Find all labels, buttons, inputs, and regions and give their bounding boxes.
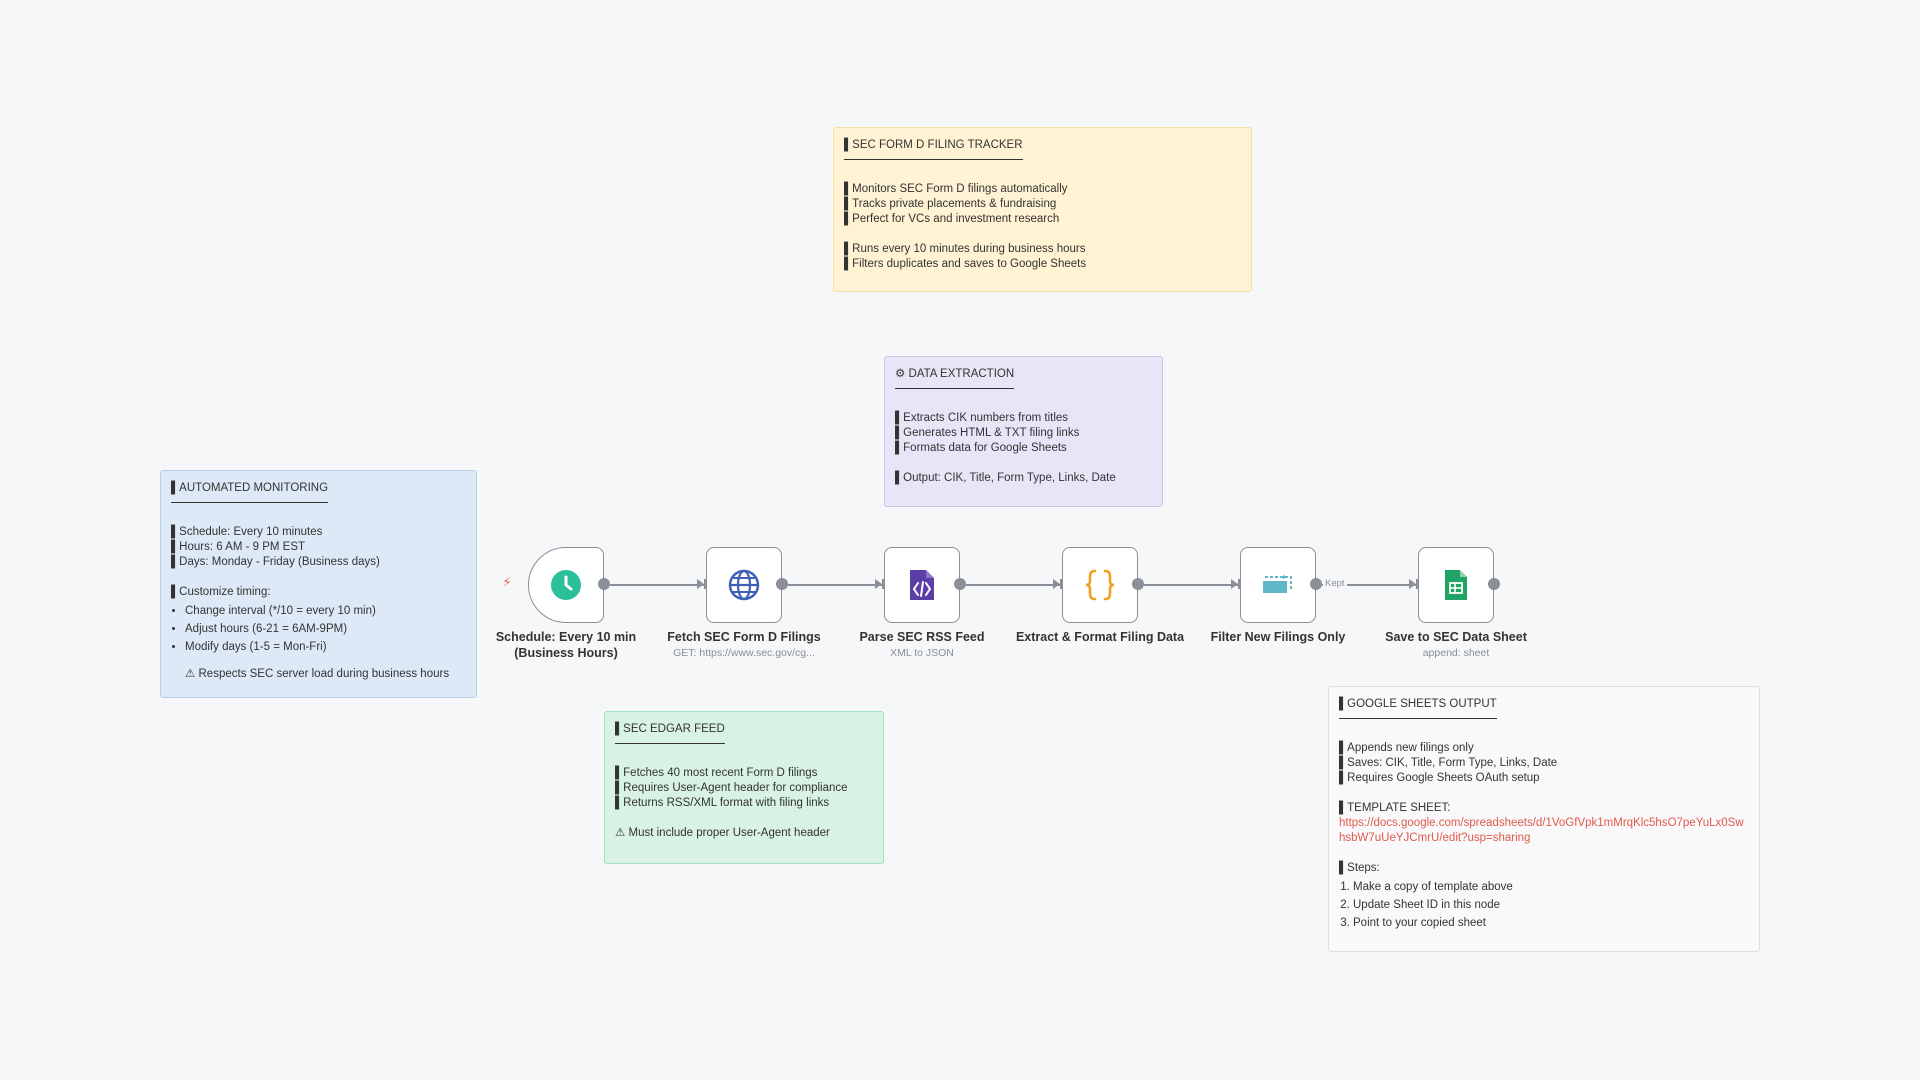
note-line: ▌Formats data for Google Sheets (895, 442, 1067, 454)
list-item: Point to your copied sheet (1353, 916, 1749, 931)
sticky-note-sec-edgar-feed[interactable]: ▌SEC EDGAR FEED ▌Fetches 40 most recent … (604, 711, 884, 864)
node-subtitle: GET: https://www.sec.gov/cg... (673, 647, 815, 659)
sticky-note-google-sheets-output[interactable]: ▌GOOGLE SHEETS OUTPUT ▌Appends new filin… (1328, 686, 1760, 952)
note-title: ▌SEC EDGAR FEED (615, 722, 725, 744)
note-line: ▌Filters duplicates and saves to Google … (844, 258, 1087, 270)
note-title: ⚙ DATA EXTRACTION (895, 367, 1015, 389)
node-label: Parse SEC RSS Feed (859, 630, 985, 644)
sticky-note-data-extraction[interactable]: ⚙ DATA EXTRACTION ▌Extracts CIK numbers … (884, 356, 1163, 507)
note-line: ▌Requires Google Sheets OAuth setup (1339, 772, 1540, 784)
node-extract-format-data[interactable] (1062, 547, 1138, 623)
output-port[interactable] (776, 578, 788, 590)
note-line: ▌Returns RSS/XML format with filing link… (615, 797, 830, 809)
node-label: Schedule: Every 10 min (Business Hours) (495, 630, 637, 660)
braces-icon (1085, 569, 1115, 601)
sticky-note-automated-monitoring[interactable]: ▌AUTOMATED MONITORING ▌Schedule: Every 1… (160, 470, 477, 698)
trigger-bolt-icon: ⚡ (502, 574, 512, 590)
node-subtitle: append: sheet (1422, 647, 1490, 659)
note-line: ▌Saves: CIK, Title, Form Type, Links, Da… (1339, 757, 1558, 769)
arrowhead (875, 579, 882, 589)
arrowhead (697, 579, 704, 589)
globe-icon (728, 569, 760, 601)
connection-line[interactable] (610, 584, 704, 586)
google-sheets-icon (1445, 570, 1467, 600)
note-line: ▌Extracts CIK numbers from titles (895, 412, 1069, 424)
filter-icon (1263, 575, 1292, 593)
node-save-to-sheet[interactable] (1418, 547, 1494, 623)
note-line: ▌Days: Monday - Friday (Business days) (171, 556, 380, 568)
list-item: Make a copy of template above (1353, 880, 1749, 895)
node-subtitle: XML to JSON (890, 647, 954, 659)
sticky-note-tracker[interactable]: ▌SEC FORM D FILING TRACKER ▌Monitors SEC… (833, 127, 1252, 292)
note-line: ▌Monitors SEC Form D filings automatical… (844, 183, 1068, 195)
list-item: Update Sheet ID in this node (1353, 898, 1749, 913)
note-line: ▌Customize timing: (171, 586, 271, 598)
note-title: ▌GOOGLE SHEETS OUTPUT (1339, 697, 1497, 719)
template-sheet-link[interactable]: https://docs.google.com/spreadsheets/d/1… (1339, 817, 1744, 844)
note-line: ▌Requires User-Agent header for complian… (615, 782, 848, 794)
node-label: Save to SEC Data Sheet (1385, 630, 1527, 644)
note-title: ▌AUTOMATED MONITORING (171, 481, 329, 503)
clock-icon (551, 570, 581, 600)
note-line: ▌TEMPLATE SHEET: (1339, 802, 1451, 814)
note-line: ▌Runs every 10 minutes during business h… (844, 243, 1086, 255)
node-filter-new-filings[interactable] (1240, 547, 1316, 623)
note-line: ▌Steps: (1339, 862, 1380, 874)
note-line: ▌Fetches 40 most recent Form D filings (615, 767, 818, 779)
code-file-icon (910, 570, 934, 600)
note-title: ▌SEC FORM D FILING TRACKER (844, 138, 1023, 160)
note-line: ▌Hours: 6 AM - 9 PM EST (171, 541, 306, 553)
node-label: Filter New Filings Only (1210, 630, 1346, 644)
bullet-list: Change interval (*/10 = every 10 min) Ad… (171, 604, 466, 655)
node-label: Extract & Format Filing Data (1015, 630, 1185, 644)
arrowhead (1053, 579, 1060, 589)
connection-label-kept: Kept (1323, 578, 1347, 589)
note-line: ▌Perfect for VCs and investment research (844, 213, 1060, 225)
warning-text: ⚠ Must include proper User-Agent header (615, 827, 830, 839)
connection-line[interactable] (788, 584, 882, 586)
node-label: Fetch SEC Form D Filings (667, 630, 821, 644)
list-item: Adjust hours (6-21 = 6AM-9PM) (185, 622, 466, 637)
note-line: ▌Appends new filings only (1339, 742, 1474, 754)
connection-line[interactable] (1144, 584, 1238, 586)
connection-line[interactable] (966, 584, 1060, 586)
output-port[interactable] (954, 578, 966, 590)
note-line: ▌Generates HTML & TXT filing links (895, 427, 1080, 439)
node-parse-rss-feed[interactable] (884, 547, 960, 623)
node-fetch-sec-filings[interactable] (706, 547, 782, 623)
note-line: ▌Output: CIK, Title, Form Type, Links, D… (895, 472, 1116, 484)
output-port[interactable] (1310, 578, 1322, 590)
steps-list: Make a copy of template above Update She… (1339, 880, 1749, 931)
list-item: Change interval (*/10 = every 10 min) (185, 604, 466, 619)
connection-line-kept[interactable] (1322, 584, 1416, 586)
list-item: Modify days (1-5 = Mon-Fri) (185, 640, 466, 655)
note-line: ▌Schedule: Every 10 minutes (171, 526, 323, 538)
output-port[interactable] (1488, 578, 1500, 590)
arrowhead (1409, 579, 1416, 589)
note-line: ▌Tracks private placements & fundraising (844, 198, 1057, 210)
warning-text: ⚠ Respects SEC server load during busine… (185, 668, 450, 680)
output-port[interactable] (1132, 578, 1144, 590)
node-schedule-trigger[interactable] (528, 547, 604, 623)
output-port[interactable] (598, 578, 610, 590)
arrowhead (1231, 579, 1238, 589)
